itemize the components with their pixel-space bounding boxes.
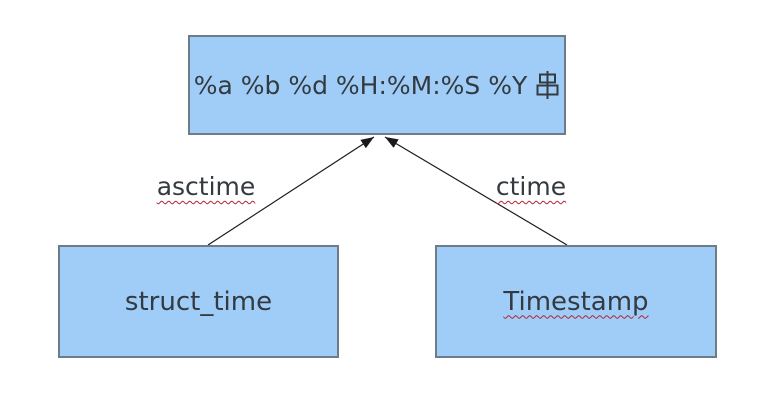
node-format-string-label: %a %b %d %H:%M:%S %Y <box>193 70 528 100</box>
edge-label-ctime-text: ctime <box>495 172 567 201</box>
edge-label-asctime: asctime <box>156 172 256 202</box>
cjk-string-character-glyph <box>535 71 560 99</box>
node-struct-time: struct_time <box>58 245 339 358</box>
node-format-string: %a %b %d %H:%M:%S %Y <box>188 35 566 135</box>
edge-label-ctime: ctime <box>491 172 571 202</box>
node-timestamp-label: Timestamp <box>503 286 649 317</box>
edge-label-asctime-text: asctime <box>156 172 256 201</box>
node-struct-time-label: struct_time <box>124 286 273 317</box>
node-timestamp: Timestamp <box>435 245 717 358</box>
